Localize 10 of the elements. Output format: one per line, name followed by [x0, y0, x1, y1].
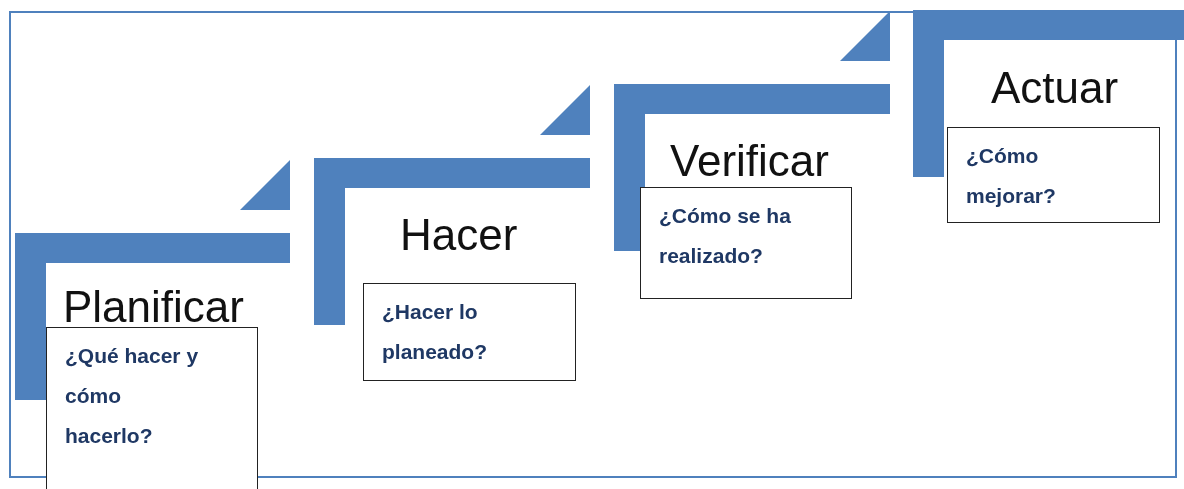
step-shape [314, 85, 590, 325]
step-shape [913, 10, 1184, 177]
step-heading: Hacer [400, 213, 518, 257]
step-heading: Verificar [670, 139, 829, 183]
question-box: ¿Cómo mejorar? [947, 127, 1160, 223]
question-box: ¿Hacer lo planeado? [363, 283, 576, 381]
step-heading: Actuar [991, 66, 1119, 110]
question-box: ¿Cómo se ha realizado? [640, 187, 852, 299]
step-heading: Planificar [63, 285, 244, 329]
question-box: ¿Qué hacer y cómo hacerlo? [46, 327, 258, 489]
